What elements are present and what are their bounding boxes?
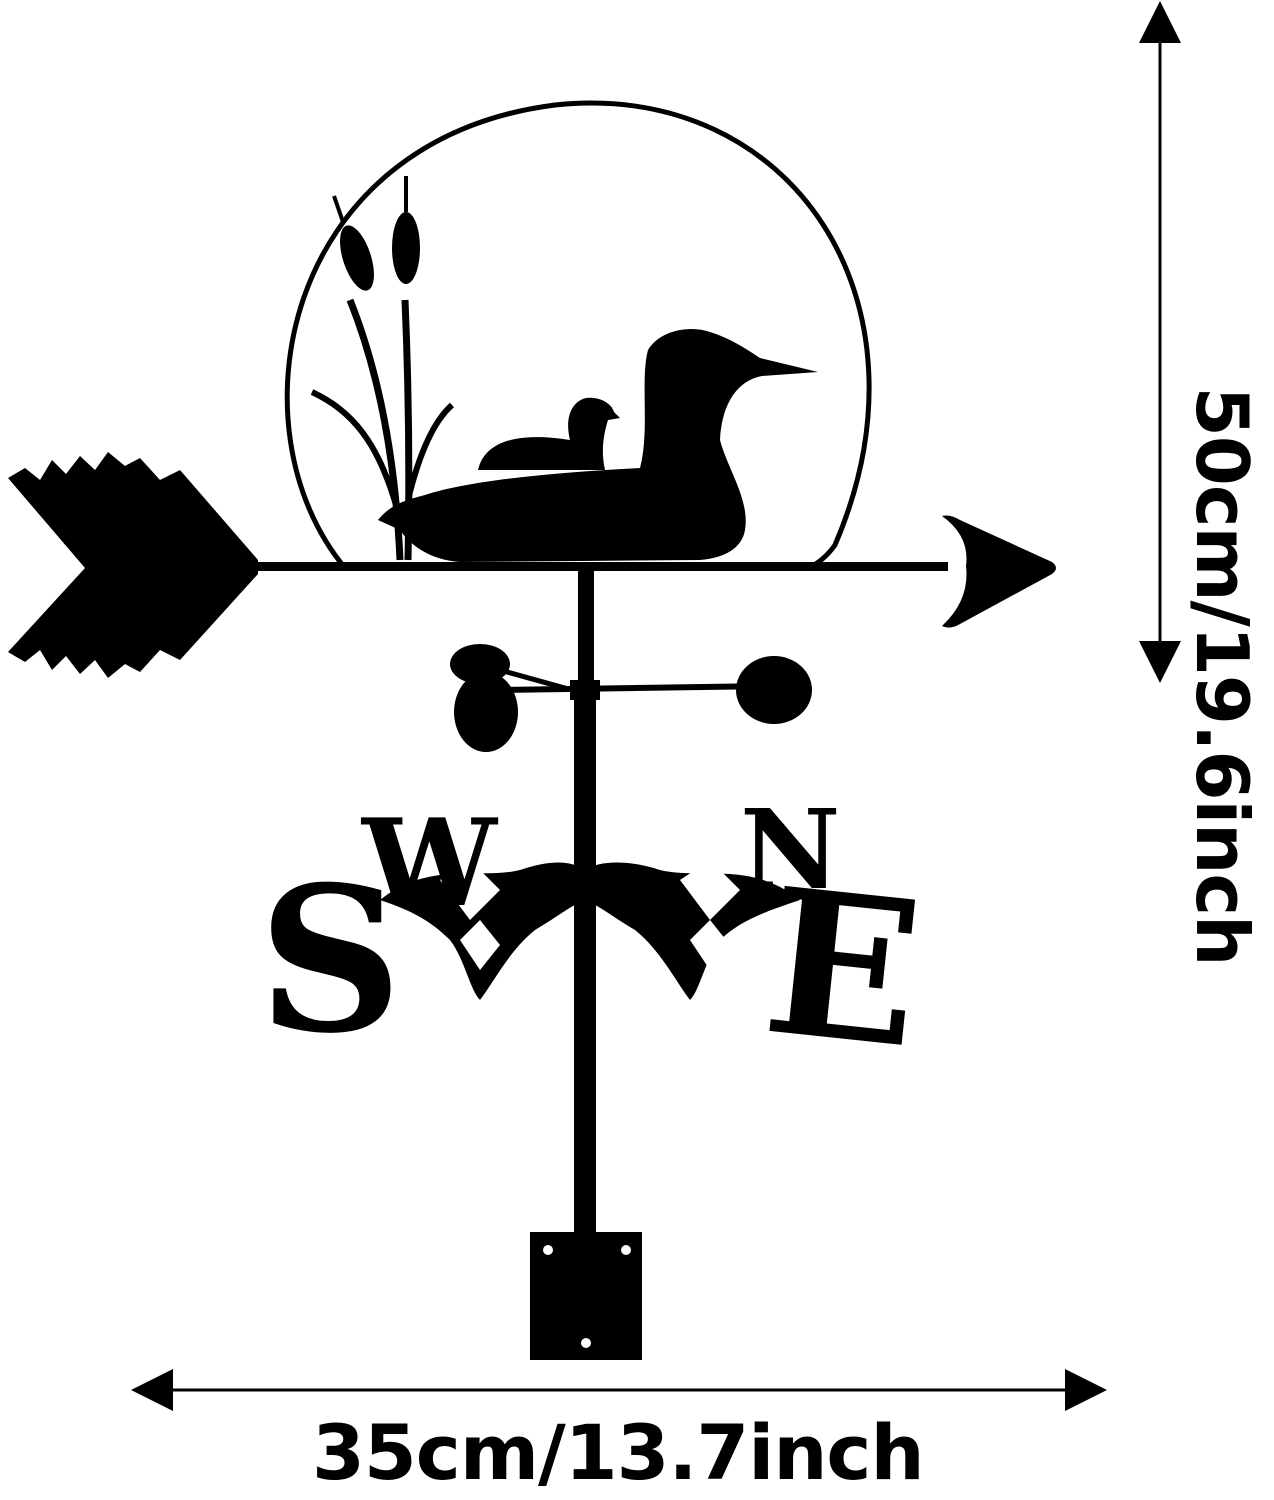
upper-pole <box>578 571 594 681</box>
lower-pole <box>574 700 596 1240</box>
width-dimension-label: 35cm/13.7inch <box>312 1408 925 1497</box>
compass-letter-n: N <box>740 785 841 914</box>
anemometer-icon <box>450 644 812 752</box>
circle-frame <box>284 100 872 571</box>
compass-letter-e: E <box>755 844 931 1094</box>
mounting-plate-icon <box>530 1232 642 1360</box>
compass-letter-w: W <box>360 793 499 934</box>
compass-letter-s: S <box>258 843 402 1078</box>
arrow-tail-icon <box>8 452 258 678</box>
height-dimension-label: 50cm/19.6inch <box>1180 386 1264 966</box>
arrow-shaft <box>258 562 948 571</box>
arrow-head-icon <box>942 515 1056 628</box>
compass-arms-icon <box>380 860 800 1000</box>
loon-silhouette-icon <box>378 329 818 562</box>
